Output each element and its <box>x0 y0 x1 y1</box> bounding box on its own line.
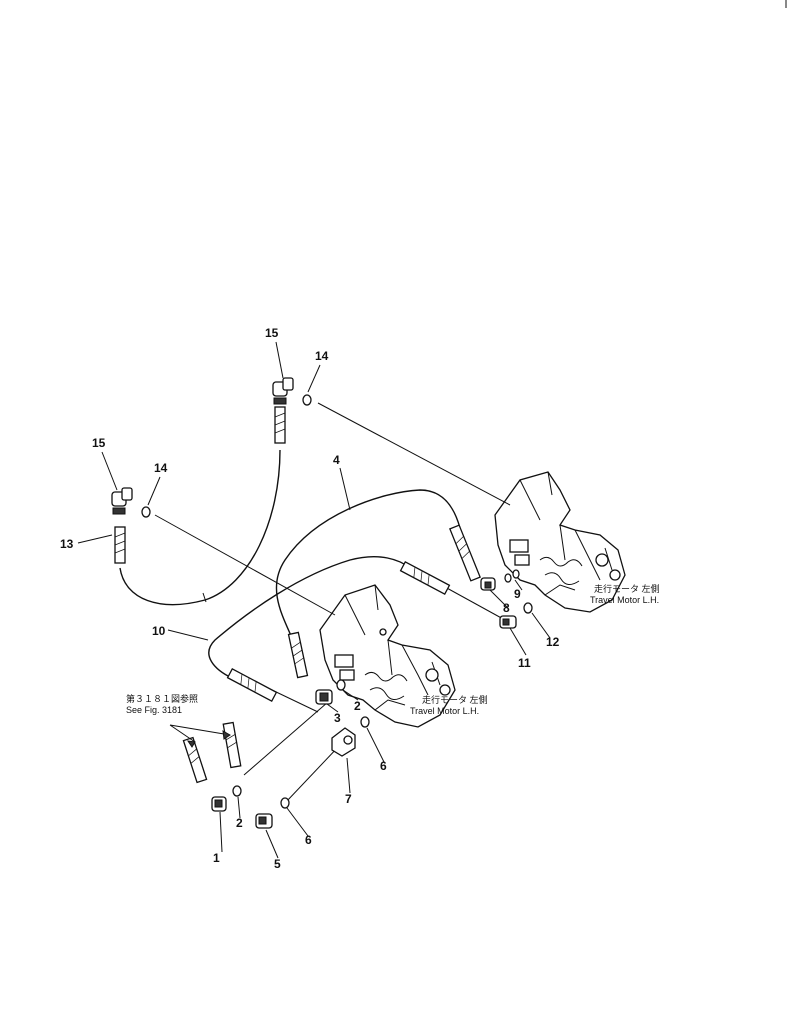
fittings <box>111 377 533 829</box>
o-ring-14-upper <box>302 394 312 406</box>
callout-2-upper: 2 <box>354 699 361 713</box>
o-ring-2-upper <box>336 679 346 691</box>
see-fig-arrows <box>169 724 231 743</box>
plug-1 <box>211 796 227 812</box>
see-fig-note: 第３１８１図参照 See Fig. 3181 <box>126 693 198 715</box>
elbow-11 <box>499 615 517 629</box>
hose-13 <box>119 449 281 606</box>
callout-9: 9 <box>514 587 521 601</box>
callout-12: 12 <box>546 635 560 649</box>
callout-6-upper: 6 <box>380 759 387 773</box>
hose-end-fittings <box>114 406 481 784</box>
o-ring-9-a <box>504 573 512 583</box>
o-ring-6-upper <box>360 716 370 728</box>
elbow-8 <box>480 577 496 591</box>
travel-motor-lower <box>319 584 456 728</box>
callout-1: 1 <box>213 851 220 865</box>
ref-hose-left <box>182 736 208 784</box>
hose-4 <box>275 489 461 646</box>
motor-label-lower: 走行モータ 左側 Travel Motor L.H. <box>410 694 488 716</box>
callouts: 15 14 15 14 13 4 10 9 8 12 11 2 3 6 7 2 … <box>60 326 560 871</box>
motor-label-upper-jp: 走行モータ 左側 <box>594 583 660 594</box>
motor-label-upper: 走行モータ 左側 Travel Motor L.H. <box>590 583 660 605</box>
hose-4-lower-fitting <box>287 631 309 679</box>
fitting-7 <box>331 727 356 757</box>
adapter-3 <box>315 689 333 705</box>
callout-15-upper: 15 <box>265 326 279 340</box>
motor-label-upper-en: Travel Motor L.H. <box>590 595 659 605</box>
o-ring-14-lower <box>141 506 151 518</box>
hose-13-lower-fitting <box>114 526 126 564</box>
o-ring-9-b <box>512 569 520 579</box>
motor-label-lower-jp: 走行モータ 左側 <box>422 694 488 705</box>
hose-10-upper-fitting <box>399 560 451 596</box>
elbow-15-upper <box>272 377 294 405</box>
see-fig-jp: 第３１８１図参照 <box>126 693 198 704</box>
o-ring-12 <box>523 602 533 614</box>
callout-7: 7 <box>345 792 352 806</box>
travel-motor-upper <box>494 471 626 613</box>
hose-10-lower-fitting <box>226 667 278 703</box>
callout-6-lower: 6 <box>305 833 312 847</box>
ref-hose-right <box>222 721 242 769</box>
elbow-5 <box>255 813 273 829</box>
hoses <box>119 402 511 803</box>
callout-8: 8 <box>503 601 510 615</box>
o-ring-2-lower <box>232 785 242 797</box>
o-ring-6-lower <box>280 797 290 809</box>
hose-13-upper-fitting <box>274 406 286 444</box>
callout-10: 10 <box>152 624 166 638</box>
callout-14-lower: 14 <box>154 461 168 475</box>
elbow-15-lower <box>111 487 133 515</box>
callout-15-lower: 15 <box>92 436 106 450</box>
callout-2-lower: 2 <box>236 816 243 830</box>
callout-13: 13 <box>60 537 74 551</box>
callout-3: 3 <box>334 711 341 725</box>
callout-5: 5 <box>274 857 281 871</box>
hose-10 <box>208 556 411 679</box>
leader-lines <box>77 341 551 859</box>
hose-4-upper-fitting <box>449 524 481 582</box>
callout-4: 4 <box>333 453 340 467</box>
callout-11: 11 <box>518 656 531 670</box>
callout-14-upper: 14 <box>315 349 329 363</box>
see-fig-en: See Fig. 3181 <box>126 705 182 715</box>
motor-label-lower-en: Travel Motor L.H. <box>410 706 479 716</box>
